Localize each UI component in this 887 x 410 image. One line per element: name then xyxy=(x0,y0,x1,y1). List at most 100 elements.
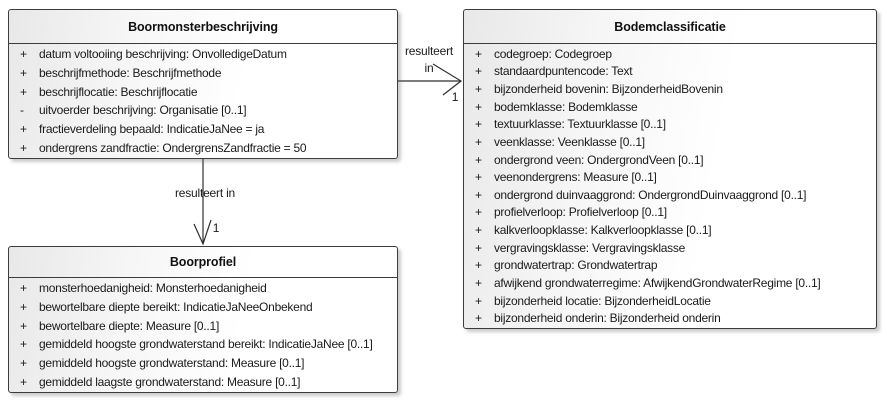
attribute-text: bodemklasse: Bodemklasse xyxy=(494,99,638,114)
class-attribute: + beschrijflocatie: Beschrijflocatie xyxy=(9,86,393,98)
visibility-marker: + xyxy=(475,240,482,255)
class-attribute: + veenklasse: Veenklasse [0..1] xyxy=(464,136,872,148)
class-attribute: + veenondergrens: Measure [0..1] xyxy=(464,171,872,183)
visibility-marker: + xyxy=(475,134,482,149)
attribute-text: bewortelbare diepte bereikt: IndicatieJa… xyxy=(39,299,313,314)
attribute-list: +codegroep: Codegroep+standaardpuntencod… xyxy=(464,44,876,328)
visibility-marker: + xyxy=(475,293,482,308)
open-arrowhead-icon xyxy=(193,219,212,246)
attribute-text: gemiddeld hoogste grondwaterstand: Measu… xyxy=(39,355,305,370)
attribute-list: + datum voltooiing beschrijving: Onvolled… xyxy=(9,44,397,158)
association-label-in: in xyxy=(424,61,434,75)
attribute-text: monsterhoedanigheid: Monsterhoedanigheid xyxy=(39,281,267,296)
class-attribute: + gemiddeld laagste grondwaterstand: Meas… xyxy=(9,376,393,388)
attribute-text: bijzonderheid bovenin: BijzonderheidBove… xyxy=(494,82,723,97)
visibility-marker: + xyxy=(20,337,27,352)
visibility-marker: + xyxy=(20,281,27,296)
class-attribute: + ondergrens zandfractie: OndergrensZandf… xyxy=(9,142,393,154)
class-attribute: + textuurklasse: Textuurklasse [0..1] xyxy=(464,118,872,130)
visibility-marker: + xyxy=(475,99,482,114)
open-arrowhead-icon xyxy=(432,63,463,96)
association-label-resulteert-in: resulteert in xyxy=(174,186,236,200)
class-attribute: + profielverloop: Profielverloop [0..1] xyxy=(464,206,872,218)
visibility-marker: + xyxy=(475,46,482,61)
class-attribute: + kalkverloopklasse: Kalkverloopklasse [0… xyxy=(464,224,872,236)
class-attribute: + grondwatertrap: Grondwatertrap xyxy=(464,259,872,271)
attribute-text: uitvoerder beschrijving: Organisatie [0.… xyxy=(39,103,247,118)
attribute-text: codegroep: Codegroep xyxy=(494,46,612,61)
attribute-list: + monsterhoedanigheid: Monsterhoedanighei… xyxy=(9,278,397,392)
class-attribute: + afwijkend grondwaterregime: AfwijkendGr… xyxy=(464,277,872,289)
visibility-marker: - xyxy=(20,103,24,118)
attribute-text: kalkverloopklasse: Kalkverloopklasse [0.… xyxy=(494,223,712,238)
attribute-text: gemiddeld laagste grondwaterstand: Measu… xyxy=(39,374,301,389)
attribute-text: beschrijfmethode: Beschrijfmethode xyxy=(39,65,222,80)
multiplicity-boorprofiel: 1 xyxy=(212,221,220,235)
class-title: Bodemclassificatie xyxy=(464,10,876,44)
visibility-marker: + xyxy=(475,311,482,326)
multiplicity-bodemclassificatie: 1 xyxy=(451,90,459,104)
visibility-marker: + xyxy=(475,170,482,185)
class-attribute: + vergravingsklasse: Vergravingsklasse xyxy=(464,242,872,254)
class-attribute: + gemiddeld hoogste grondwaterstand berei… xyxy=(9,338,393,350)
attribute-text: profielverloop: Profielverloop [0..1] xyxy=(494,205,667,220)
class-attribute: + datum voltooiing beschrijving: Onvolled… xyxy=(9,48,393,60)
class-attribute: + bijzonderheid onderin: Bijzonderheid on… xyxy=(464,312,872,324)
class-attribute: + beschrijfmethode: Beschrijfmethode xyxy=(9,67,393,79)
attribute-text: standaardpuntencode: Text xyxy=(494,64,633,79)
visibility-marker: + xyxy=(475,258,482,273)
visibility-marker: + xyxy=(20,318,27,333)
class-attribute: + ondergrond veen: OndergrondVeen [0..1] xyxy=(464,154,872,166)
class-bodemclassificatie[interactable]: Bodemclassificatie + codegroep: Codegroep… xyxy=(463,9,877,329)
class-attribute: + bewortelbare diepte: Measure [0..1] xyxy=(9,320,393,332)
attribute-text: veenondergrens: Measure [0..1] xyxy=(494,170,657,185)
attribute-text: ondergrond duinvaaggrond: OndergrondDuin… xyxy=(494,187,807,202)
visibility-marker: + xyxy=(475,223,482,238)
visibility-marker: + xyxy=(475,82,482,97)
visibility-marker: + xyxy=(20,355,27,370)
class-attribute: + bodemklasse: Bodemklasse xyxy=(464,101,872,113)
attribute-text: ondergrond veen: OndergrondVeen [0..1] xyxy=(494,152,704,167)
visibility-marker: + xyxy=(475,117,482,132)
class-attribute: + codegroep: Codegroep xyxy=(464,48,872,60)
visibility-marker: + xyxy=(20,84,27,99)
class-attribute: + ondergrond duinvaaggrond: OndergrondDui… xyxy=(464,189,872,201)
visibility-marker: + xyxy=(20,140,27,155)
class-boormonsterbeschrijving[interactable]: Boormonsterbeschrijving + datum voltooiin… xyxy=(8,9,398,159)
visibility-marker: + xyxy=(20,65,27,80)
class-attribute: -uitvoerder beschrijving: Organisatie [0… xyxy=(9,104,393,116)
association-label-resulteert: resulteert xyxy=(404,44,454,58)
class-attribute: + monsterhoedanigheid: Monsterhoedanighei… xyxy=(9,282,393,294)
visibility-marker: + xyxy=(20,47,27,62)
attribute-text: ondergrens zandfractie: OndergrensZandfr… xyxy=(39,140,307,155)
class-attribute: + gemiddeld hoogste grondwaterstand: Meas… xyxy=(9,357,393,369)
attribute-text: bijzonderheid onderin: Bijzonderheid ond… xyxy=(494,311,721,326)
class-boorprofiel[interactable]: Boorprofiel + monsterhoedanigheid: Monste… xyxy=(8,246,398,393)
attribute-text: textuurklasse: Textuurklasse [0..1] xyxy=(494,117,666,132)
class-title: Boormonsterbeschrijving xyxy=(9,10,397,44)
class-title: Boorprofiel xyxy=(9,247,397,278)
class-attribute: +fractieverdeling bepaald: IndicatieJaNe… xyxy=(9,123,393,135)
attribute-text: gemiddeld hoogste grondwaterstand bereik… xyxy=(39,337,373,352)
attribute-text: afwijkend grondwaterregime: AfwijkendGro… xyxy=(494,275,821,290)
visibility-marker: + xyxy=(20,299,27,314)
attribute-text: bijzonderheid locatie: BijzonderheidLoca… xyxy=(494,293,711,308)
attribute-text: fractieverdeling bepaald: IndicatieJaNee… xyxy=(39,121,265,136)
visibility-marker: + xyxy=(475,275,482,290)
visibility-marker: + xyxy=(475,205,482,220)
visibility-marker: + xyxy=(475,187,482,202)
attribute-text: beschrijflocatie: Beschrijflocatie xyxy=(39,84,198,99)
class-attribute: +standaardpuntencode: Text xyxy=(464,65,872,77)
attribute-text: veenklasse: Veenklasse [0..1] xyxy=(494,134,645,149)
attribute-text: vergravingsklasse: Vergravingsklasse xyxy=(494,240,686,255)
visibility-marker: + xyxy=(20,374,27,389)
visibility-marker: + xyxy=(475,152,482,167)
class-attribute: + bewortelbare diepte bereikt: IndicatieJ… xyxy=(9,301,393,313)
class-attribute: + bijzonderheid locatie: BijzonderheidLoc… xyxy=(464,295,872,307)
attribute-text: grondwatertrap: Grondwatertrap xyxy=(494,258,658,273)
class-attribute: + bijzonderheid bovenin: BijzonderheidBov… xyxy=(464,83,872,95)
attribute-text: datum voltooiing beschrijving: Onvolledi… xyxy=(39,47,287,62)
attribute-text: bewortelbare diepte: Measure [0..1] xyxy=(39,318,220,333)
